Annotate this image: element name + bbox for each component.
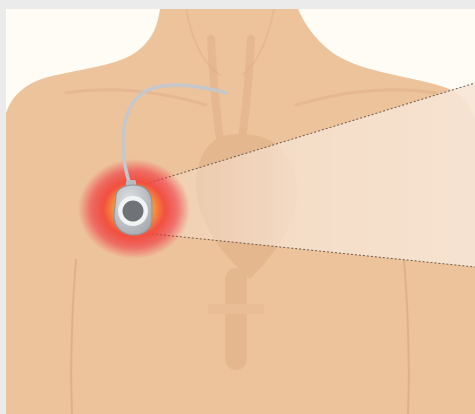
illustration-frame [6, 9, 475, 414]
torso-illustration [6, 9, 475, 414]
